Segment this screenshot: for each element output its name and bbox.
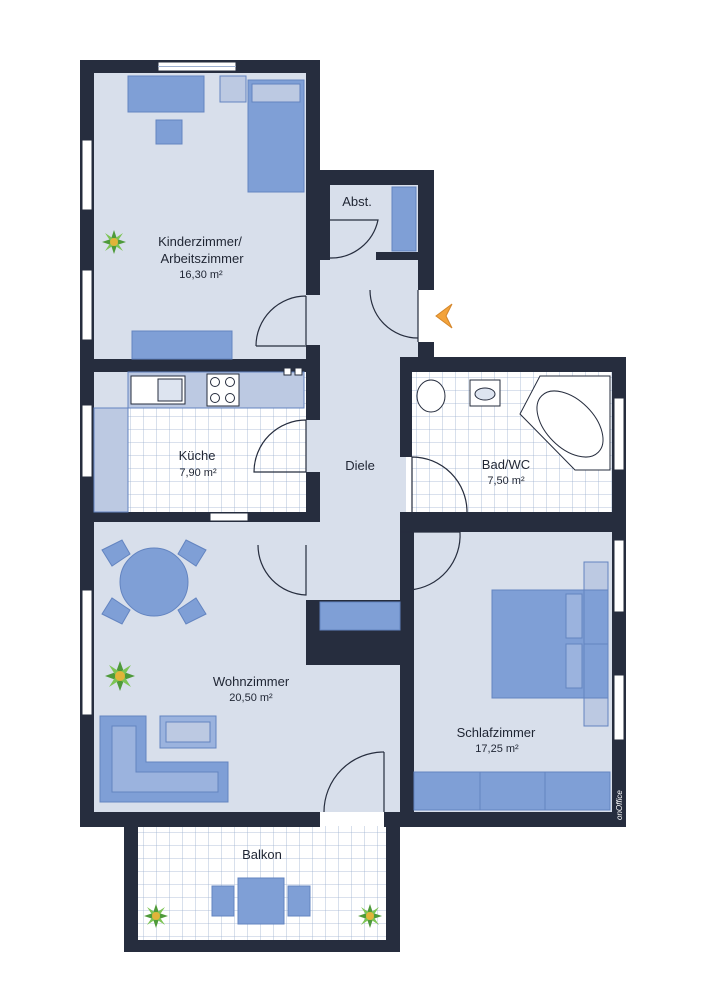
furniture	[93, 75, 611, 925]
chair	[155, 119, 183, 145]
desk	[127, 75, 205, 113]
counter-left	[93, 407, 129, 513]
nightstand	[583, 561, 609, 591]
wall	[94, 359, 320, 372]
door-kueche	[253, 419, 307, 473]
schlafzimmer-label: Schlafzimmer	[457, 725, 536, 740]
wall	[320, 185, 330, 260]
pillow	[251, 83, 301, 103]
washbasin-bowl	[474, 387, 496, 401]
door-kinderzimmer	[255, 295, 307, 347]
wohnzimmer-area: 20,50 m²	[229, 692, 273, 704]
wall	[306, 472, 320, 522]
wall	[418, 170, 434, 290]
wall	[400, 512, 612, 532]
floor-diele	[306, 260, 418, 360]
shelf	[391, 186, 417, 252]
plant-icon	[144, 904, 168, 928]
wall	[306, 60, 320, 185]
bench	[319, 601, 401, 631]
burner	[210, 377, 220, 387]
balcony-chair	[211, 885, 235, 917]
sink-basin	[157, 378, 183, 402]
burner	[225, 377, 235, 387]
plant-icon	[102, 230, 126, 254]
window	[81, 589, 93, 716]
window	[81, 269, 93, 341]
floor-diele-lower	[306, 360, 406, 605]
coffee-table-top	[165, 721, 211, 743]
doors	[253, 219, 468, 813]
bed-pillow	[565, 643, 583, 689]
window	[613, 674, 625, 741]
nightstand	[219, 75, 247, 103]
door-entrance	[369, 289, 419, 339]
toilet	[416, 379, 446, 413]
wardrobe	[413, 771, 611, 811]
balcony-chair	[287, 885, 311, 917]
wall	[94, 512, 320, 522]
wall	[400, 532, 414, 827]
nightstand	[583, 697, 609, 727]
fridge-knob	[294, 367, 303, 376]
wall	[400, 357, 412, 457]
fridge-knob	[283, 367, 292, 376]
wohnzimmer-label: Wohnzimmer	[213, 674, 290, 689]
door-wohnzimmer	[257, 544, 307, 596]
window	[613, 397, 625, 471]
kinderzimmer-label-1: Kinderzimmer/	[158, 234, 242, 249]
bathtub-basin	[536, 390, 604, 458]
wall	[384, 812, 626, 827]
balkon-label: Balkon	[242, 847, 282, 862]
room-labels: Kinderzimmer/ Arbeitszimmer 16,30 m² Abs…	[158, 194, 536, 862]
diele-label: Diele	[345, 458, 375, 473]
kueche-label: Küche	[179, 448, 216, 463]
kinderzimmer-area: 16,30 m²	[179, 269, 223, 281]
wall	[124, 827, 138, 952]
wall	[306, 170, 434, 185]
windows	[81, 61, 625, 741]
entrance-arrow-icon	[435, 303, 453, 329]
wall	[306, 185, 320, 295]
dining-table	[119, 547, 189, 617]
kinderzimmer-label-2: Arbeitszimmer	[160, 251, 244, 266]
floor-wohnzimmer-right	[306, 665, 406, 812]
door-schlafzimmer	[400, 531, 461, 591]
window	[209, 512, 249, 522]
balcony-table	[237, 877, 285, 925]
plants	[102, 230, 382, 928]
wall	[124, 940, 400, 952]
kueche-area: 7,90 m²	[179, 467, 217, 479]
bad-label: Bad/WC	[482, 457, 530, 472]
wall	[376, 252, 418, 260]
wall	[400, 357, 626, 372]
door-bad	[411, 456, 468, 513]
door-balkon	[323, 751, 385, 813]
wall	[418, 342, 434, 360]
brand-logo: onOffice	[615, 790, 624, 820]
plant-icon	[105, 661, 135, 691]
wall	[386, 827, 400, 952]
wall	[80, 812, 320, 827]
window	[613, 539, 625, 613]
window	[81, 404, 93, 478]
wall	[306, 345, 320, 420]
abstell-label: Abst.	[342, 194, 372, 209]
sofa-seat	[111, 725, 219, 793]
bed-pillow	[565, 593, 583, 639]
window	[81, 139, 93, 211]
plant-icon	[358, 904, 382, 928]
schlafzimmer-area: 17,25 m²	[475, 743, 519, 755]
door-abstell	[329, 219, 379, 259]
burner	[210, 393, 220, 403]
burner	[225, 393, 235, 403]
dining-set	[101, 539, 207, 625]
sideboard	[131, 330, 233, 360]
bad-area: 7,50 m²	[487, 475, 525, 487]
